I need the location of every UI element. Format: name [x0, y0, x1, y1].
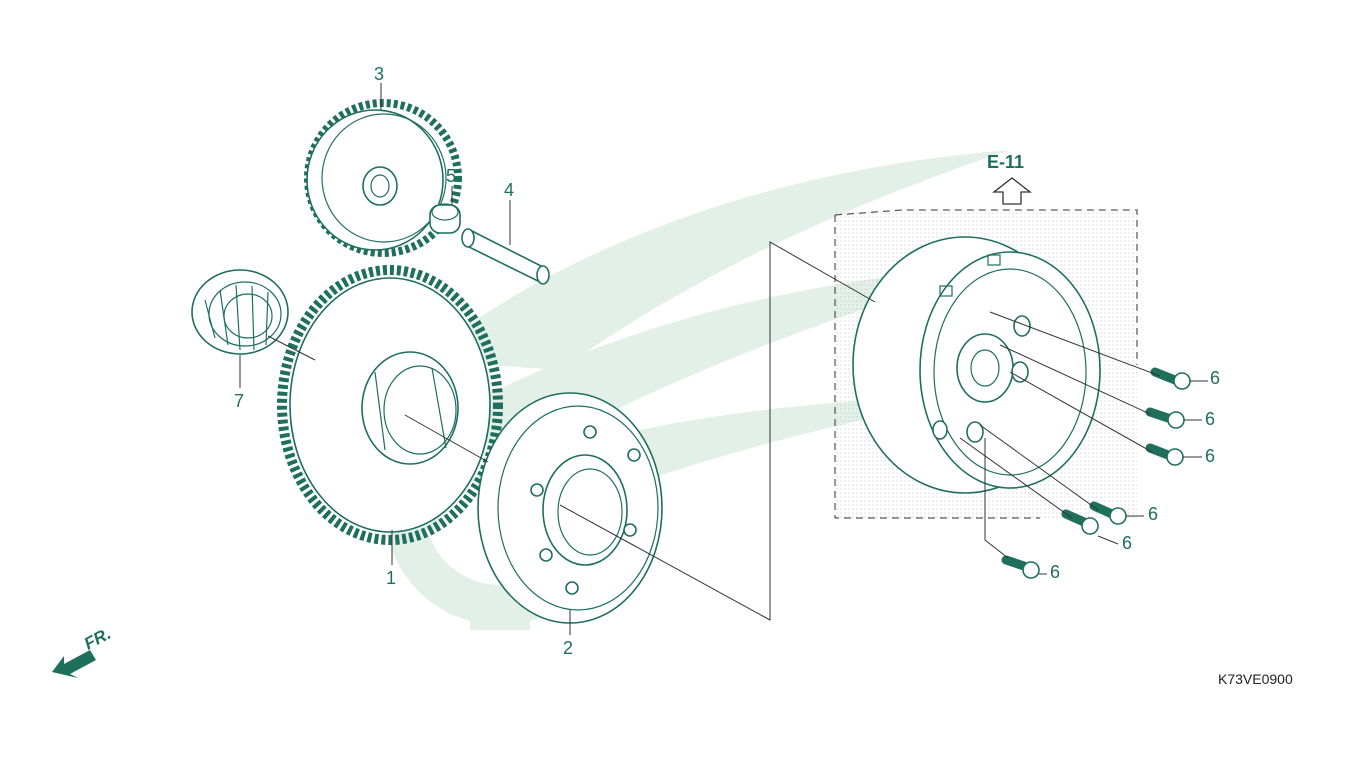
callout-6: 6: [1050, 562, 1060, 582]
driven-gear: [304, 99, 462, 257]
bolt: [1145, 407, 1185, 429]
bolt: [1001, 555, 1040, 579]
callout-7: 7: [234, 391, 244, 411]
up-arrow-icon: [992, 177, 1032, 205]
callout-5: 5: [446, 166, 456, 186]
callout-6: 6: [1148, 504, 1158, 524]
bolts: [1001, 367, 1191, 579]
callout-2: 2: [563, 638, 573, 658]
shaft: [461, 228, 550, 285]
bolt: [1089, 501, 1127, 525]
callout-6: 6: [1122, 533, 1132, 553]
callout-6: 6: [1205, 409, 1215, 429]
bolt: [1145, 443, 1184, 466]
callout-3: 3: [374, 64, 384, 84]
bush: [429, 203, 461, 234]
leader-lines: [239, 83, 1208, 635]
callout-6: 6: [1205, 446, 1215, 466]
callout-6: 6: [1210, 368, 1220, 388]
bolt: [1150, 367, 1191, 390]
needle-bearing: [191, 269, 289, 355]
direction-label: FR.: [81, 624, 114, 654]
callout-4: 4: [504, 180, 514, 200]
callout-1: 1: [386, 568, 396, 588]
reference-label[interactable]: E-11: [987, 152, 1024, 172]
one-way-clutch: [477, 392, 663, 624]
starter-gear: [277, 265, 503, 545]
flywheel: [834, 209, 1138, 519]
drawing-code: K73VE0900: [1218, 671, 1293, 687]
front-arrow-icon: [52, 650, 96, 678]
